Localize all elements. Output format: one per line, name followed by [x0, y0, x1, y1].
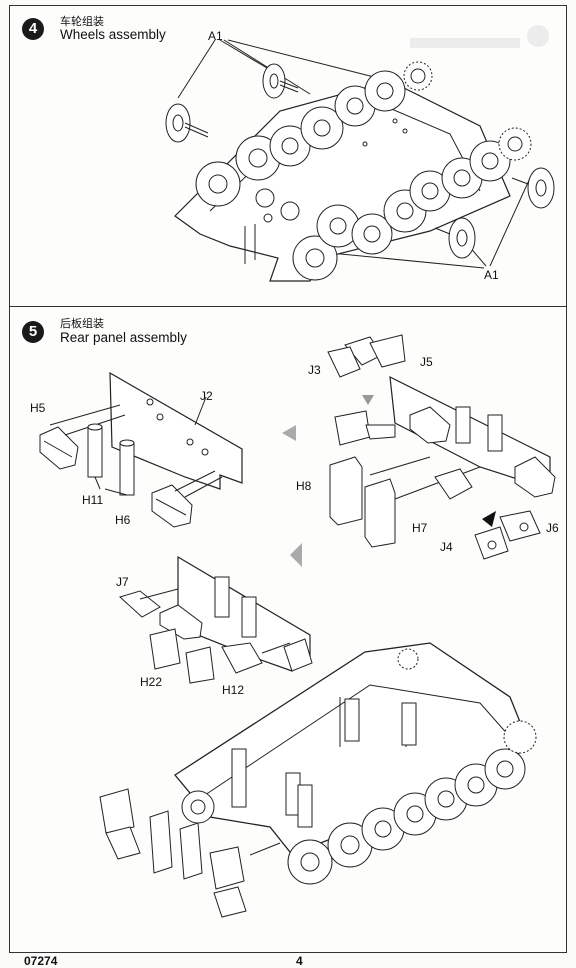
- part-label-j6: J6: [546, 521, 559, 535]
- step-5-title-en: Rear panel assembly: [60, 330, 187, 345]
- part-label-h22: H22: [140, 675, 163, 689]
- part-label-j3: J3: [308, 363, 321, 377]
- part-label-h5: H5: [30, 401, 46, 415]
- step-4-number: 4: [22, 18, 44, 40]
- part-label-a1-top: A1: [208, 29, 223, 43]
- step-5-panel: 5 后板组装 Rear panel assembly H5 J2 H11 H6 …: [9, 306, 567, 953]
- part-label-h11: H11: [82, 493, 104, 507]
- part-label-j5: J5: [420, 355, 433, 369]
- part-label-j4: J4: [440, 540, 453, 554]
- page-number: 4: [296, 954, 303, 968]
- step-5-number: 5: [22, 321, 44, 343]
- rear-panel-assembly-drawing: [39, 334, 556, 918]
- step-4-title-cn: 车轮组装: [60, 15, 104, 28]
- part-label-a1-bottom: A1: [484, 268, 499, 282]
- part-label-h6: H6: [115, 513, 131, 527]
- part-label-h12: H12: [222, 683, 245, 697]
- step-5-title-cn: 后板组装: [60, 317, 104, 330]
- part-label-j7: J7: [116, 575, 129, 589]
- step-4-title-en: Wheels assembly: [60, 27, 166, 42]
- catalog-code: 07274: [24, 954, 58, 968]
- part-label-h8: H8: [296, 479, 312, 493]
- wheels-assembly-drawing: [165, 25, 555, 282]
- part-label-j2: J2: [200, 389, 213, 403]
- part-label-h7: H7: [412, 521, 428, 535]
- step-4-panel: 4 车轮组装 Wheels assembly A1 A1: [9, 5, 567, 307]
